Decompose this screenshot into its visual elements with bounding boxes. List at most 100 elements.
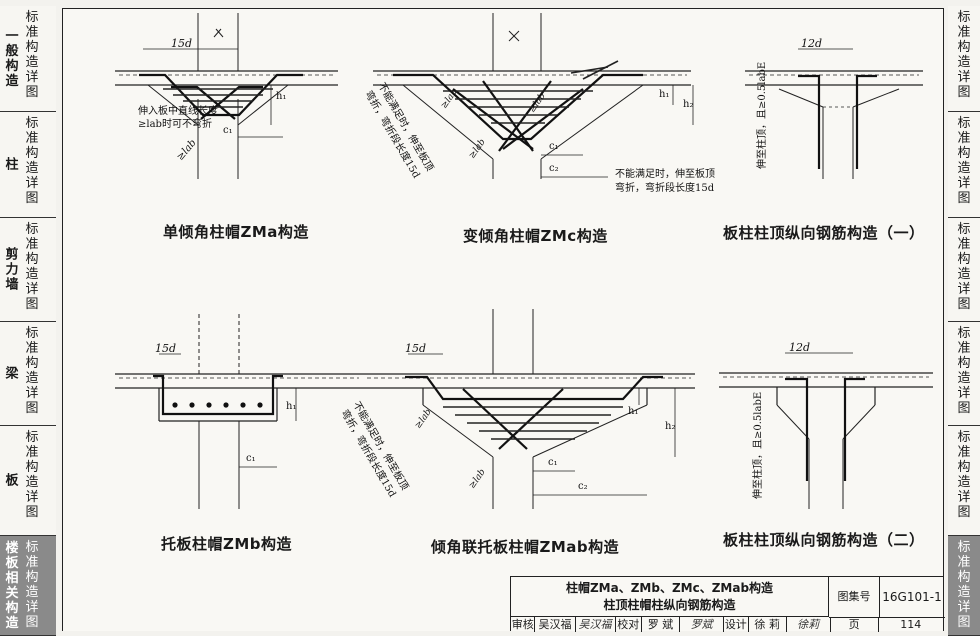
nav-tab-4[interactable]: 板标 准 构 造 详 图 <box>0 426 56 536</box>
rebar-dot-2 <box>206 402 212 408</box>
structural-detail-drawings: 15d 伸入板中直线长度≥lab时可不弯折 h₁ c₁ ≥lab 不能满足时，伸至板顶弯折… <box>115 13 933 509</box>
reviewer-name: 吴汉福 <box>535 617 576 632</box>
rebar-dot-0 <box>172 402 178 408</box>
line-69 <box>153 374 283 416</box>
line-42 <box>570 66 609 74</box>
designer-signature: 徐莉 <box>787 617 831 632</box>
caption-top-rebar-1: 板柱柱顶纵向钢筋构造（一） <box>723 224 925 242</box>
right-nav-tab-4[interactable]: 标 准 构 造 详 图 <box>948 426 980 536</box>
review-label: 审核 <box>511 617 536 632</box>
set-number-value: 16G101-1 <box>879 577 945 618</box>
nav-tab-5[interactable]: 楼 板 相 关 构 造标 准 构 造 详 图 <box>0 536 56 636</box>
right-nav-tab-2[interactable]: 标 准 构 造 详 图 <box>948 218 980 322</box>
dim-c2-zmab: c₂ <box>578 481 588 492</box>
drawing-sheet: 15d 伸入板中直线长度≥lab时可不弯折 h₁ c₁ ≥lab 不能满足时，伸至板顶弯折… <box>62 8 944 631</box>
right-nav-tab-5[interactable]: 标 准 构 造 详 图 <box>948 536 980 636</box>
line-57 <box>855 74 877 169</box>
right-nav-tab-0[interactable]: 标 准 构 造 详 图 <box>948 6 980 112</box>
nav-tab-standard-label: 标 准 构 造 详 图 <box>25 116 39 206</box>
dim-h2-zmab: h₂ <box>665 421 675 432</box>
signature-row: 审核 吴汉福 吴汉福 校对 罗 斌 罗斌 设计 徐 莉 徐莉 页 114 <box>511 617 943 632</box>
title-block: 柱帽ZMa、ZMb、ZMc、ZMab构造 柱顶柱帽柱纵向钢筋构造 图集号 16G… <box>510 576 945 632</box>
nav-tab-standard-label: 标 准 构 造 详 图 <box>25 10 39 100</box>
line-6 <box>213 28 222 38</box>
dim-h1-zmc: h₁ <box>659 89 669 100</box>
dim-c1-zmab: c₁ <box>548 457 558 468</box>
nav-tab-standard-label: 标 准 构 造 详 图 <box>25 540 39 630</box>
caption-zmc: 变倾角柱帽ZMc构造 <box>463 227 608 245</box>
caption-zma: 单倾角柱帽ZMa构造 <box>163 223 309 241</box>
line-102 <box>776 404 810 440</box>
dim-c1-zmb: c₁ <box>246 453 256 464</box>
nav-tab-standard-label: 标 准 构 造 详 图 <box>25 430 39 520</box>
dim-15d-zmab: 15d <box>405 342 426 355</box>
nav-tab-category: 楼 板 相 关 构 造 <box>5 540 19 631</box>
checker-name: 罗 斌 <box>642 617 681 632</box>
line-81 <box>532 404 648 458</box>
line-51 <box>778 88 824 108</box>
line-31 <box>540 84 644 160</box>
dim-lab-zmab-2: ≥lab <box>467 467 488 491</box>
nav-tab-2[interactable]: 剪 力 墙标 准 构 造 详 图 <box>0 218 56 322</box>
dim-12d-1: 12d <box>801 37 822 50</box>
line-27 <box>508 30 520 42</box>
title-line-1: 柱帽ZMa、ZMb、ZMc、ZMab构造 <box>565 581 774 595</box>
line-13 <box>171 85 236 120</box>
dim-lab-zma: ≥lab <box>175 138 199 163</box>
title-block-title: 柱帽ZMa、ZMb、ZMc、ZMab构造 柱顶柱帽柱纵向钢筋构造 <box>511 577 829 617</box>
nav-tab-0[interactable]: 一 般 构 造标 准 构 造 详 图 <box>0 6 56 112</box>
line-35 <box>452 88 534 150</box>
caption-top-rebar-2: 板柱柱顶纵向钢筋构造（二） <box>723 531 925 549</box>
dim-h2-zmc: h₂ <box>683 99 693 110</box>
reviewer-signature: 吴汉福 <box>576 617 616 632</box>
nav-tab-category: 梁 <box>5 366 19 381</box>
note-zmc-r1: 不能满足时，伸至板顶 <box>615 167 715 180</box>
right-nav-tab-label: 标 准 构 造 详 图 <box>957 326 971 416</box>
line-5 <box>215 28 224 38</box>
note-top-2: 伸至柱顶，且≥0.5labE <box>751 392 764 499</box>
line-12 <box>200 85 263 120</box>
right-nav-tab-3[interactable]: 标 准 构 造 详 图 <box>948 322 980 426</box>
note-top-1: 伸至柱顶，且≥0.5labE <box>755 62 768 169</box>
dim-h1-zmab: h₁ <box>628 406 638 417</box>
dim-15d-zmb: 15d <box>155 342 176 355</box>
line-43 <box>582 60 619 80</box>
check-label: 校对 <box>616 617 642 632</box>
page-number: 114 <box>900 618 922 631</box>
right-nav-tab-label: 标 准 构 造 详 图 <box>957 430 971 520</box>
designer-name: 徐 莉 <box>749 617 787 632</box>
line-11 <box>139 73 303 117</box>
dim-12d-2: 12d <box>789 341 810 354</box>
right-nav-tab-1[interactable]: 标 准 构 造 详 图 <box>948 112 980 218</box>
nav-tab-category: 柱 <box>5 157 19 172</box>
nav-tab-1[interactable]: 柱标 准 构 造 详 图 <box>0 112 56 218</box>
line-10 <box>237 84 289 126</box>
line-84 <box>405 375 663 401</box>
dim-h1-zmb: h₁ <box>286 401 296 412</box>
right-nav-tab-label: 标 准 构 造 详 图 <box>957 540 971 630</box>
rebar-dot-3 <box>223 402 229 408</box>
rebar-dot-4 <box>240 402 246 408</box>
right-nav-tab-label: 标 准 构 造 详 图 <box>957 116 971 206</box>
nav-tab-standard-label: 标 准 构 造 详 图 <box>25 222 39 312</box>
right-nav-tab-label: 标 准 构 造 详 图 <box>957 222 971 312</box>
caption-zmb: 托板柱帽ZMb构造 <box>161 535 293 553</box>
line-34 <box>498 80 552 152</box>
right-nav-tab-label: 标 准 构 造 详 图 <box>957 10 971 100</box>
note-zmc-r2: 弯折，弯折段长度15d <box>615 181 715 194</box>
note-zma-2: ≥lab时可不弯折 <box>138 117 212 130</box>
dim-c1-zmc: c₁ <box>549 141 559 152</box>
line-106 <box>785 377 809 481</box>
nav-tab-3[interactable]: 梁标 准 构 造 详 图 <box>0 322 56 426</box>
dim-c2-zmc: c₂ <box>549 163 559 174</box>
title-line-2: 柱顶柱帽柱纵向钢筋构造 <box>603 598 736 612</box>
dim-h1-zma: h₁ <box>276 91 286 102</box>
checker-signature: 罗斌 <box>680 617 725 632</box>
nav-tab-category: 一 般 构 造 <box>5 28 19 89</box>
rebar-dot-5 <box>257 402 263 408</box>
note-zma-1: 伸入板中直线长度 <box>138 104 218 117</box>
line-80 <box>422 404 494 458</box>
nav-tab-category: 板 <box>5 473 19 488</box>
dim-15d-zma: 15d <box>171 37 192 50</box>
caption-zmab: 倾角联托板柱帽ZMab构造 <box>431 538 620 556</box>
